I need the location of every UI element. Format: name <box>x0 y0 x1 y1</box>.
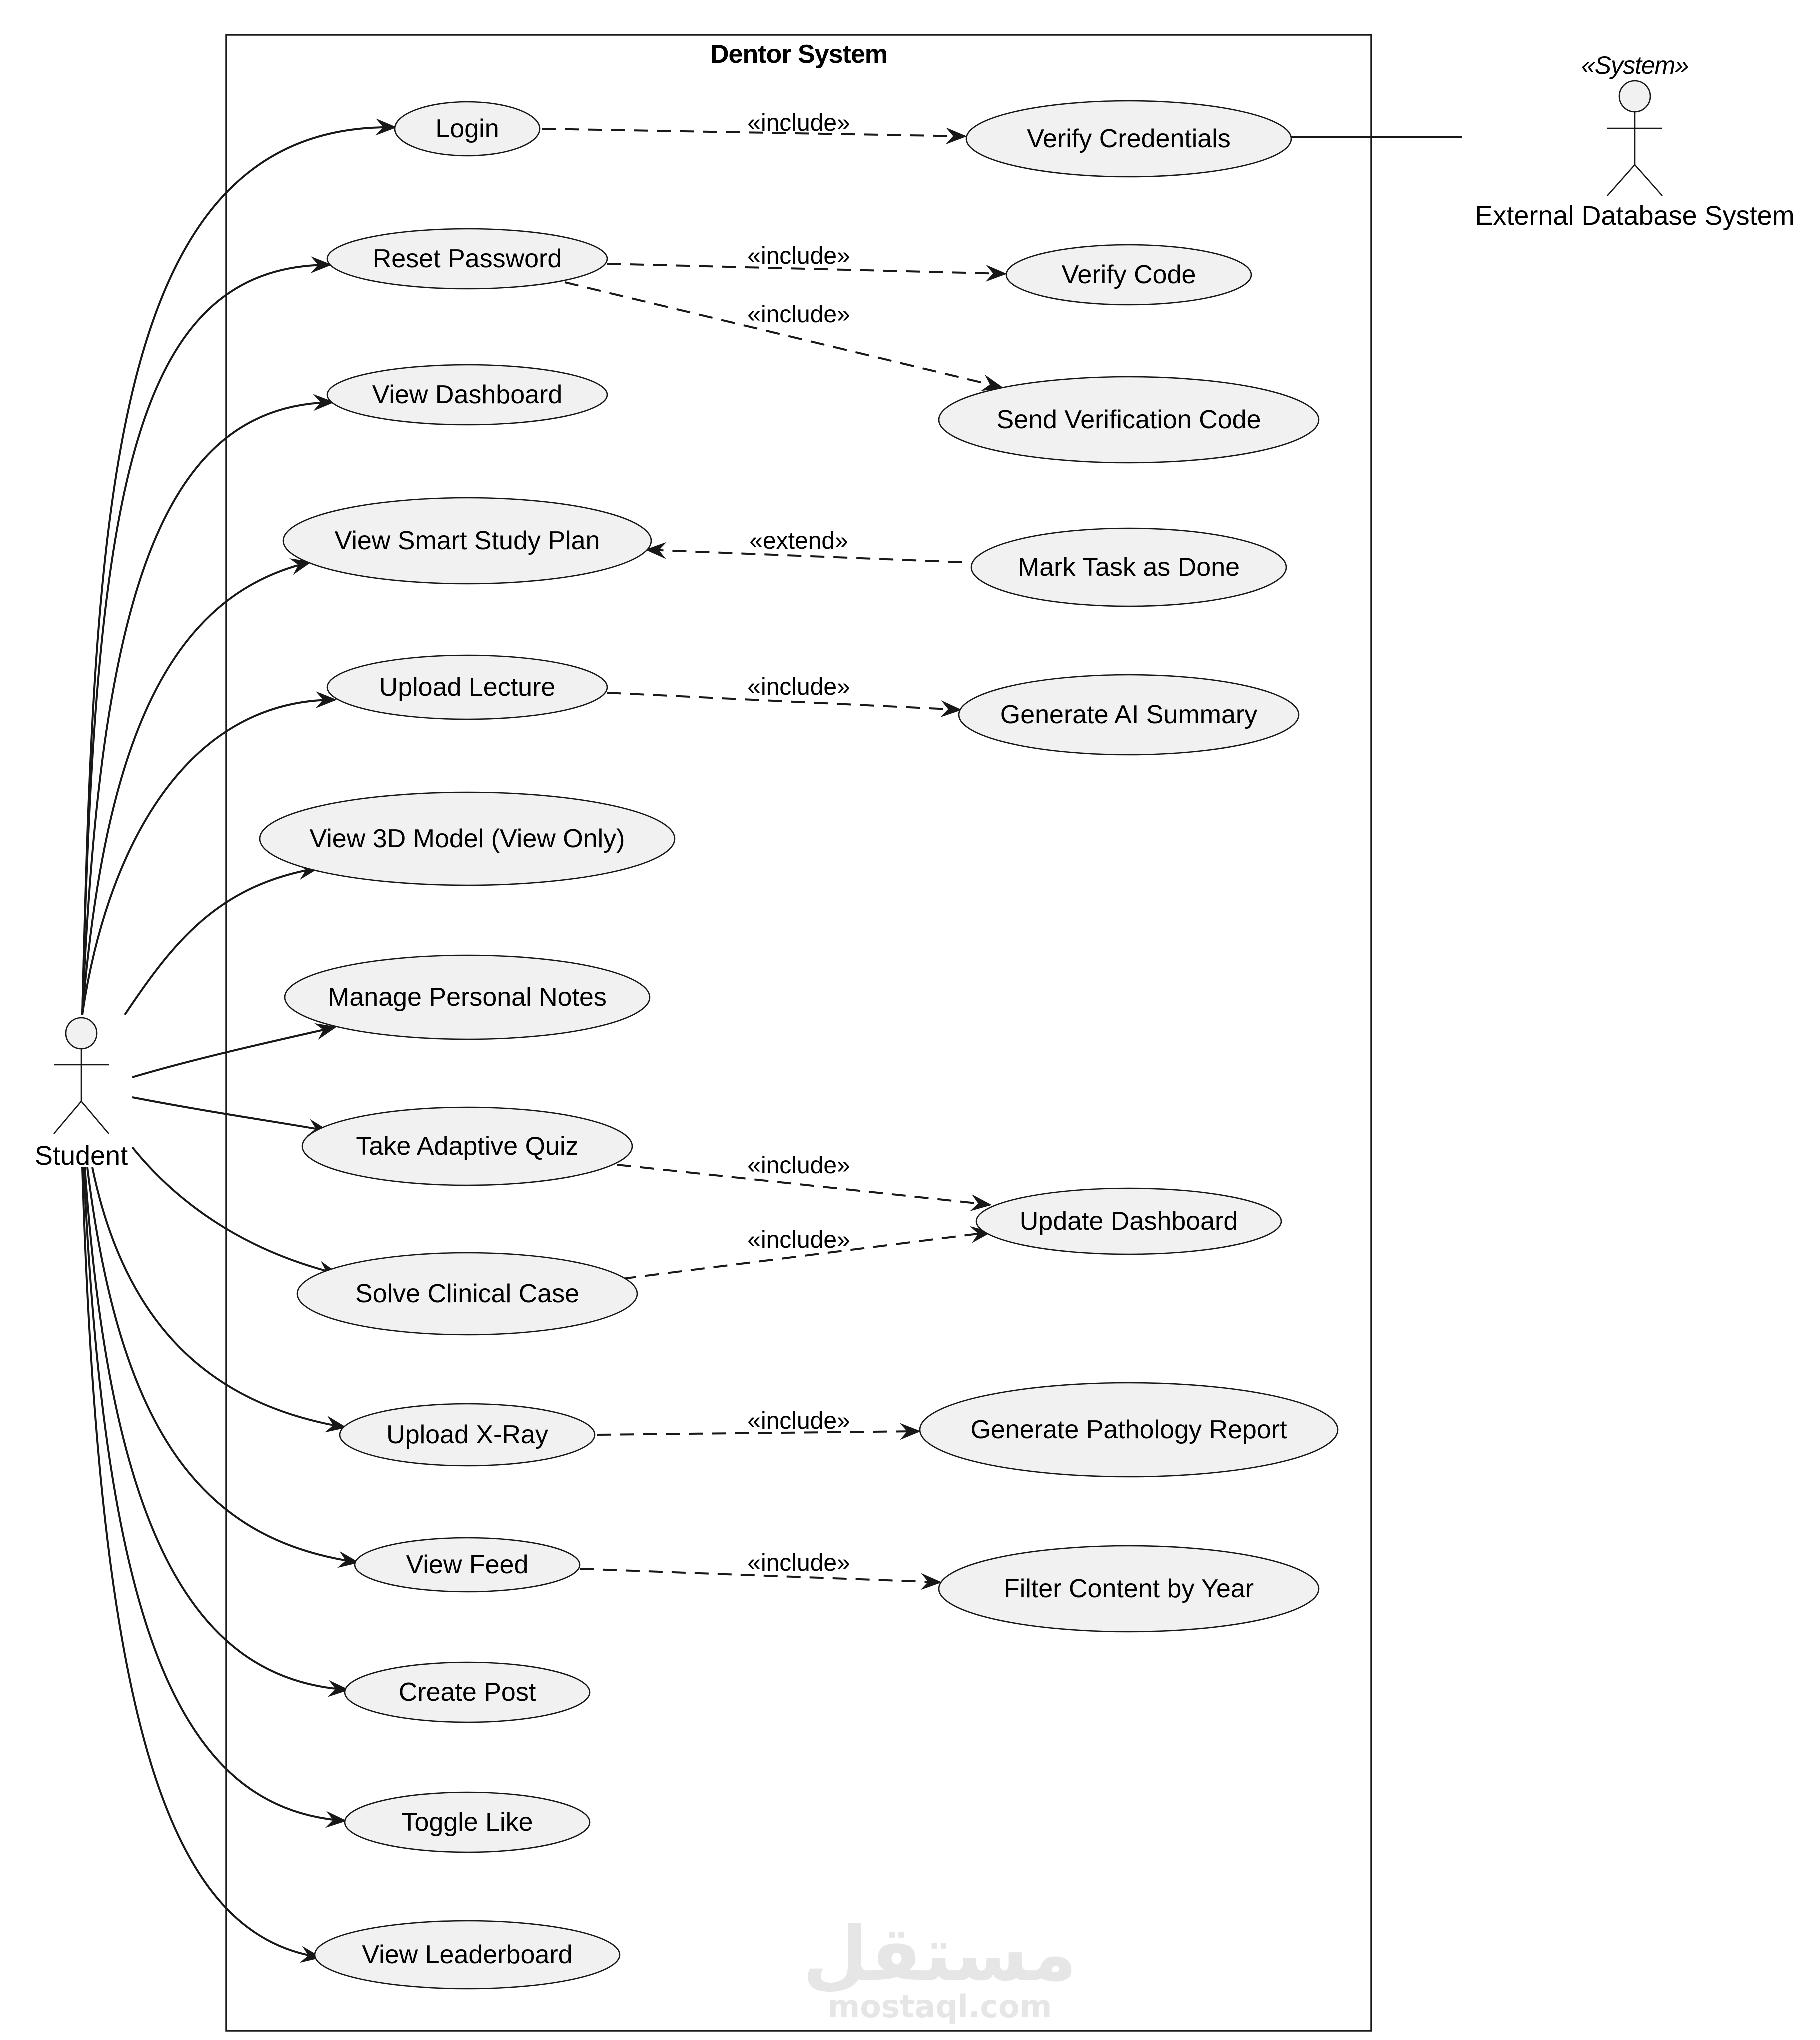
use-case-view-3d-model-label: View 3D Model (View Only) <box>310 824 626 854</box>
assoc-upload-xray <box>92 1167 348 1433</box>
use-case-verify-credentials[interactable]: Verify Credentials <box>966 100 1292 178</box>
dep-login-verify-credentials <box>542 128 968 145</box>
use-case-toggle-like[interactable]: Toggle Like <box>344 1792 591 1854</box>
use-case-update-dashboard[interactable]: Update Dashboard <box>976 1188 1282 1256</box>
assoc-solve-clinical-case <box>132 1146 340 1278</box>
watermark: مستقل mostaql.com <box>803 1911 1078 2025</box>
dep-mark-task-extends-plan <box>645 542 963 564</box>
use-case-send-verification-code[interactable]: Send Verification Code <box>938 376 1320 464</box>
use-case-view-dashboard[interactable]: View Dashboard <box>326 364 608 426</box>
assoc-manage-personal-notes <box>132 1023 338 1078</box>
use-case-verify-code-label: Verify Code <box>1062 260 1196 290</box>
use-case-solve-clinical-case-label: Solve Clinical Case <box>356 1280 580 1308</box>
use-case-take-adaptive-quiz-label: Take Adaptive Quiz <box>356 1132 578 1161</box>
use-case-upload-lecture[interactable]: Upload Lecture <box>326 654 608 720</box>
watermark-latin: mostaql.com <box>828 1988 1052 2025</box>
use-case-send-verification-code-label: Send Verification Code <box>996 406 1261 434</box>
actor-external-name: External Database System <box>1475 201 1794 231</box>
use-case-reset-password[interactable]: Reset Password <box>326 228 608 290</box>
use-case-generate-ai-summary[interactable]: Generate AI Summary <box>958 674 1300 756</box>
use-case-view-feed-label: View Feed <box>406 1550 529 1580</box>
label-include-1: «include» <box>748 110 850 136</box>
use-case-create-post-label: Create Post <box>399 1678 536 1707</box>
label-include-7: «include» <box>748 1408 850 1434</box>
student-associations <box>82 118 398 1964</box>
use-case-generate-pathology-report-label: Generate Pathology Report <box>970 1416 1288 1444</box>
dep-quiz-update-dashboard <box>617 1164 992 1212</box>
dep-case-update-dashboard <box>622 1226 992 1280</box>
dependencies: «include» «include» «include» «extend» «… <box>542 110 1008 1590</box>
use-case-upload-xray[interactable]: Upload X-Ray <box>339 1403 596 1467</box>
assoc-view-dashboard <box>82 394 335 1016</box>
dep-reset-verify-code <box>607 263 1008 282</box>
use-case-view-leaderboard[interactable]: View Leaderboard <box>314 1920 621 1990</box>
use-case-verify-credentials-label: Verify Credentials <box>1027 124 1231 154</box>
use-case-verify-code[interactable]: Verify Code <box>1006 244 1252 306</box>
use-case-filter-content-by-year[interactable]: Filter Content by Year <box>938 1545 1320 1633</box>
dep-xray-pathology <box>597 1423 922 1440</box>
use-case-view-3d-model[interactable]: View 3D Model (View Only) <box>259 792 676 886</box>
use-case-login-label: Login <box>436 114 499 144</box>
use-case-generate-ai-summary-label: Generate AI Summary <box>1000 700 1258 730</box>
use-case-toggle-like-label: Toggle Like <box>402 1808 533 1837</box>
actor-student[interactable]: Student <box>35 1017 128 1171</box>
use-case-upload-lecture-label: Upload Lecture <box>380 673 556 702</box>
label-extend-1: «extend» <box>750 528 848 554</box>
use-case-mark-task-done[interactable]: Mark Task as Done <box>970 528 1288 608</box>
actor-external-database-system[interactable]: «System» External Database System <box>1475 52 1794 231</box>
assoc-login <box>82 118 398 1016</box>
use-case-manage-personal-notes-label: Manage Personal Notes <box>328 983 607 1012</box>
use-case-view-feed[interactable]: View Feed <box>354 1537 581 1593</box>
dep-feed-filter <box>580 1568 942 1590</box>
assoc-toggle-like <box>83 1167 348 1828</box>
use-case-view-smart-study-plan-label: View Smart Study Plan <box>335 526 600 556</box>
use-case-manage-personal-notes[interactable]: Manage Personal Notes <box>284 954 651 1040</box>
assoc-view-leaderboard <box>82 1167 322 1964</box>
system-boundary: Dentor System <box>226 34 1372 2032</box>
assoc-take-adaptive-quiz <box>132 1096 330 1136</box>
dep-lecture-ai-summary <box>607 692 962 718</box>
dep-reset-send-code <box>564 282 1004 392</box>
use-case-take-adaptive-quiz[interactable]: Take Adaptive Quiz <box>302 1106 634 1186</box>
label-include-3: «include» <box>748 302 850 328</box>
label-include-5: «include» <box>748 1152 850 1179</box>
use-case-generate-pathology-report[interactable]: Generate Pathology Report <box>919 1382 1339 1478</box>
use-case-update-dashboard-label: Update Dashboard <box>1020 1207 1238 1236</box>
actor-student-name: Student <box>35 1141 128 1171</box>
label-include-8: «include» <box>748 1550 850 1576</box>
assoc-view-feed <box>86 1167 360 1568</box>
assoc-reset-password <box>82 256 332 1016</box>
assoc-create-post <box>84 1167 350 1698</box>
label-include-6: «include» <box>748 1227 850 1254</box>
use-case-view-dashboard-label: View Dashboard <box>372 380 563 410</box>
use-case-view-leaderboard-label: View Leaderboard <box>362 1940 572 1970</box>
use-case-reset-password-label: Reset Password <box>373 244 562 274</box>
actor-external-stereotype: «System» <box>1582 52 1688 80</box>
assoc-view-smart-study-plan <box>82 558 312 1016</box>
use-case-solve-clinical-case[interactable]: Solve Clinical Case <box>296 1252 638 1336</box>
use-case-mark-task-done-label: Mark Task as Done <box>1018 553 1240 582</box>
watermark-arabic: مستقل <box>803 1911 1078 1998</box>
use-case-view-smart-study-plan[interactable]: View Smart Study Plan <box>282 497 652 585</box>
label-include-2: «include» <box>748 243 850 270</box>
assoc-upload-lecture <box>82 692 338 1016</box>
use-case-login[interactable]: Login <box>394 101 541 157</box>
use-case-upload-xray-label: Upload X-Ray <box>386 1420 548 1450</box>
label-include-4: «include» <box>748 674 850 700</box>
use-case-filter-content-by-year-label: Filter Content by Year <box>1004 1574 1254 1604</box>
assoc-view-3d-model <box>124 863 320 1016</box>
use-case-create-post[interactable]: Create Post <box>344 1662 591 1724</box>
system-title: Dentor System <box>710 40 888 69</box>
